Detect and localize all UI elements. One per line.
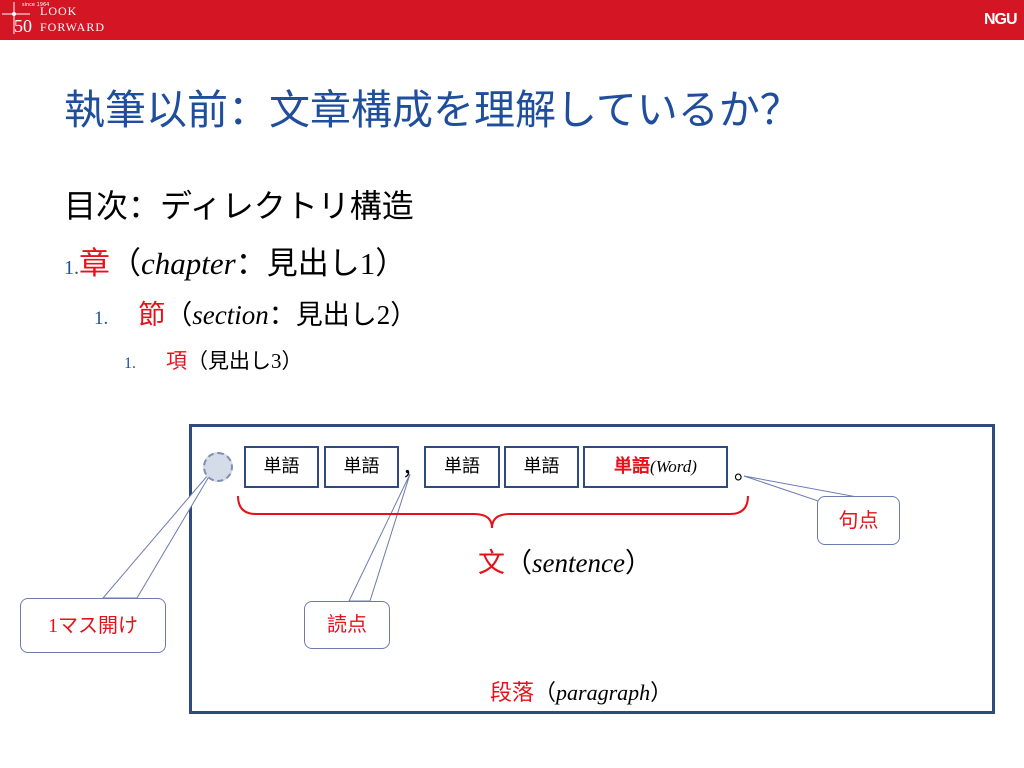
callout-space-num: 1 [48, 615, 58, 637]
slide-title: 執筆以前：文章構成を理解しているか？ [64, 86, 801, 134]
level1-term: 章 [79, 246, 110, 282]
word-box: 単語 [244, 446, 319, 488]
sentence-label: 文（sentence） [478, 545, 652, 582]
outline-level3: 1. 項（見出し3） [124, 346, 303, 379]
sentence-english: sentence [532, 548, 625, 578]
level2-open: （ [165, 300, 193, 331]
logo-look: LOOK [40, 4, 78, 18]
level3-number: 1. [124, 355, 136, 372]
level2-close: ） [390, 300, 418, 331]
sparkle-icon [2, 2, 30, 34]
period-callout: 句点 [817, 496, 900, 545]
comma-mark: ， [402, 456, 425, 481]
level2-heading-num: 2 [376, 300, 391, 330]
word-box: 単語 [504, 446, 579, 488]
word-open: ( [650, 457, 656, 476]
logo-50: 50 [14, 16, 32, 36]
callout-space-text: マス開け [58, 613, 138, 637]
word-box: 単語 [424, 446, 500, 488]
header-band [0, 0, 1024, 40]
word-close: ) [691, 457, 697, 476]
level3-heading: 見出し [208, 349, 271, 373]
logo-since-text: since 1964 [22, 2, 50, 8]
level1-colon: ： [235, 246, 267, 282]
word-term: 単語 [614, 456, 651, 477]
indent-space-callout: 1マス開け [20, 598, 166, 653]
level3-close: ） [281, 349, 303, 373]
sentence-close: ） [624, 548, 652, 579]
word-english: Word [655, 457, 692, 476]
outline-level1: 1.章（chapter：見出し1） [64, 244, 406, 288]
logo-forward: FORWARD [40, 20, 106, 34]
level1-heading: 見出し [266, 246, 360, 282]
level1-number: 1. [64, 257, 79, 279]
level2-english: section [192, 300, 269, 330]
word-box: 単語 [324, 446, 399, 488]
level1-english: chapter [141, 246, 236, 281]
ngu-logo: NGU [984, 11, 1018, 28]
level2-colon: ： [268, 300, 296, 331]
sentence-open: （ [505, 548, 532, 579]
paragraph-close: ） [650, 681, 673, 706]
sentence-term: 文 [478, 548, 505, 579]
paragraph-term: 段落 [490, 681, 535, 706]
paragraph-label: 段落（paragraph） [490, 678, 672, 709]
level2-number: 1. [94, 308, 109, 329]
comma-callout: 読点 [304, 601, 390, 649]
period-mark: 。 [734, 460, 757, 485]
level3-open: （ [187, 349, 208, 373]
word-box-highlighted: 単語(Word) [583, 446, 728, 488]
level2-heading: 見出し [295, 300, 377, 331]
level3-heading-num: 3 [271, 349, 282, 373]
level3-term: 項 [166, 349, 187, 373]
paragraph-english: paragraph [556, 680, 651, 705]
outline-heading: 目次：ディレクトリ構造 [64, 187, 414, 225]
level1-heading-num: 1 [359, 246, 376, 281]
level1-open: （ [110, 246, 141, 282]
indent-space-circle [203, 452, 233, 482]
paragraph-open: （ [534, 681, 557, 706]
level1-close: ） [375, 246, 407, 282]
level2-term: 節 [138, 300, 166, 331]
outline-level2: 1. 節（section：見出し2） [94, 298, 417, 336]
